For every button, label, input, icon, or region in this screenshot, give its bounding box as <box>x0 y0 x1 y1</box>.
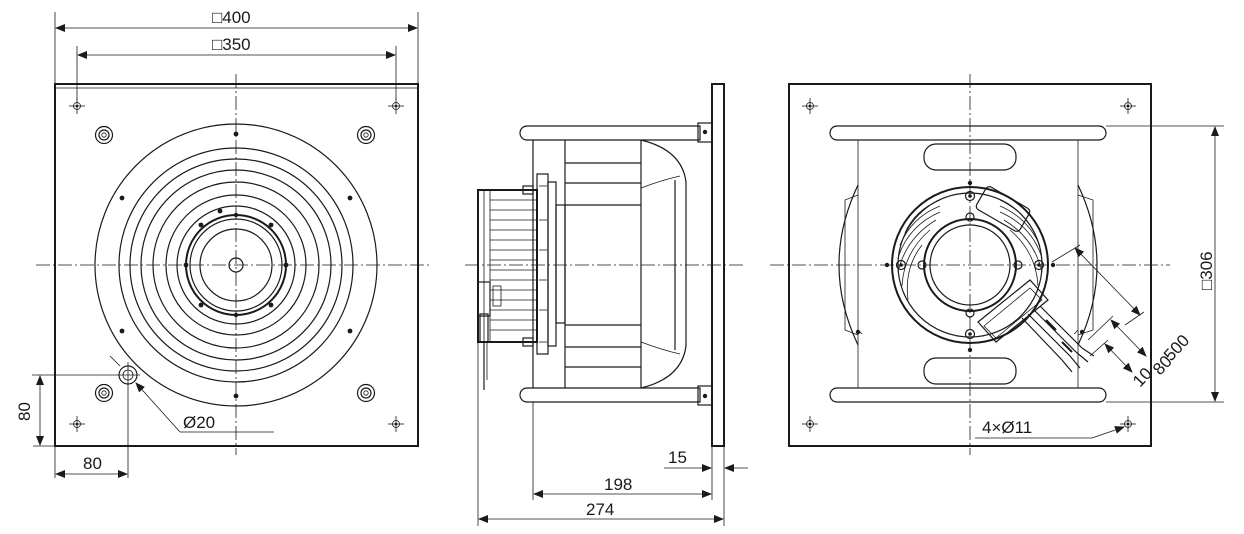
impeller-depth-label: 198 <box>604 475 632 494</box>
frame-size-label: □400 <box>212 8 251 27</box>
mounting-hole-icon <box>387 97 405 115</box>
mounting-hole-icon <box>387 415 405 433</box>
rear-view: □306 4×Ø11 500 80 10 <box>770 74 1224 455</box>
top-rail <box>519 125 701 141</box>
side-view: 15 198 274 <box>465 83 748 526</box>
cable-gland-diameter-label: Ø20 <box>183 413 215 432</box>
nut-icon <box>94 383 114 403</box>
bottom-rail <box>519 387 701 403</box>
mounting-holes-label: 4×Ø11 <box>982 418 1032 437</box>
motor-body <box>477 189 538 343</box>
nut-icon <box>356 383 376 403</box>
motor-disk <box>891 186 1049 344</box>
mounting-hole-icon <box>68 97 86 115</box>
nut-icon <box>94 125 114 145</box>
mounting-hole-icon <box>801 415 819 433</box>
mounting-hole-icon <box>1119 97 1137 115</box>
mounting-hole-icon <box>801 97 819 115</box>
horizontal-offset-label: 80 <box>83 454 102 473</box>
hole-pitch-label: □350 <box>212 35 251 54</box>
overall-depth-label: 274 <box>586 500 614 519</box>
rear-top-rail <box>829 125 1107 141</box>
vertical-offset-label: 80 <box>15 402 34 421</box>
inlet-size-label: □306 <box>1197 251 1216 290</box>
flange-thickness-label: 15 <box>668 448 687 467</box>
nut-icon <box>356 125 376 145</box>
front-view: Ø20 □400 □350 80 80 <box>15 8 430 478</box>
rear-bottom-rail <box>829 387 1107 403</box>
shaft-icon <box>228 257 244 273</box>
inlet-cone <box>640 139 687 389</box>
outer-ring <box>94 123 378 407</box>
terminal-box <box>977 279 1049 343</box>
mounting-hole-icon <box>68 415 86 433</box>
mounting-hole-icon <box>1119 415 1137 433</box>
cable-bundle <box>1021 305 1095 373</box>
